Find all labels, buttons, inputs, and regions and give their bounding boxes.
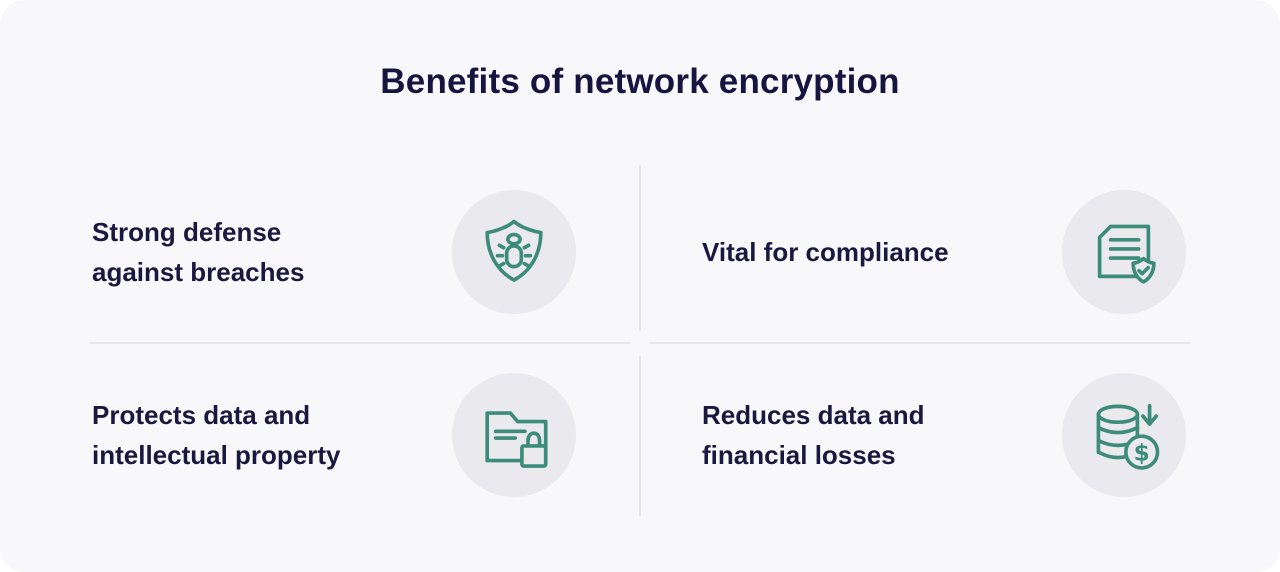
benefit-label: Protects data and intellectual property [92,399,341,470]
page-title: Benefits of network encryption [380,62,900,101]
benefit-label: Strong defense against breaches [92,216,305,287]
database-decrease-dollar-icon: $ [1062,372,1186,497]
benefit-item-defense: Strong defense against breaches [0,160,640,343]
benefit-label: Reduces data and financial losses [702,399,925,470]
horizontal-divider-left [90,342,630,344]
vertical-divider-top [639,165,641,331]
dollar-glyph: $ [1134,440,1150,466]
vertical-divider-bottom [639,356,641,516]
horizontal-divider-right [650,342,1190,344]
benefit-item-data-protection: Protects data and intellectual property [0,343,640,526]
benefit-item-loss-reduction: Reduces data and financial losses $ [640,343,1280,526]
document-shield-check-icon [1062,189,1186,314]
shield-bug-icon [452,189,576,314]
benefit-label: Vital for compliance [702,236,949,267]
folder-lock-icon [452,372,576,497]
benefit-item-compliance: Vital for compliance [640,160,1280,343]
benefits-grid: Strong defense against breaches Vital fo… [0,160,1280,526]
